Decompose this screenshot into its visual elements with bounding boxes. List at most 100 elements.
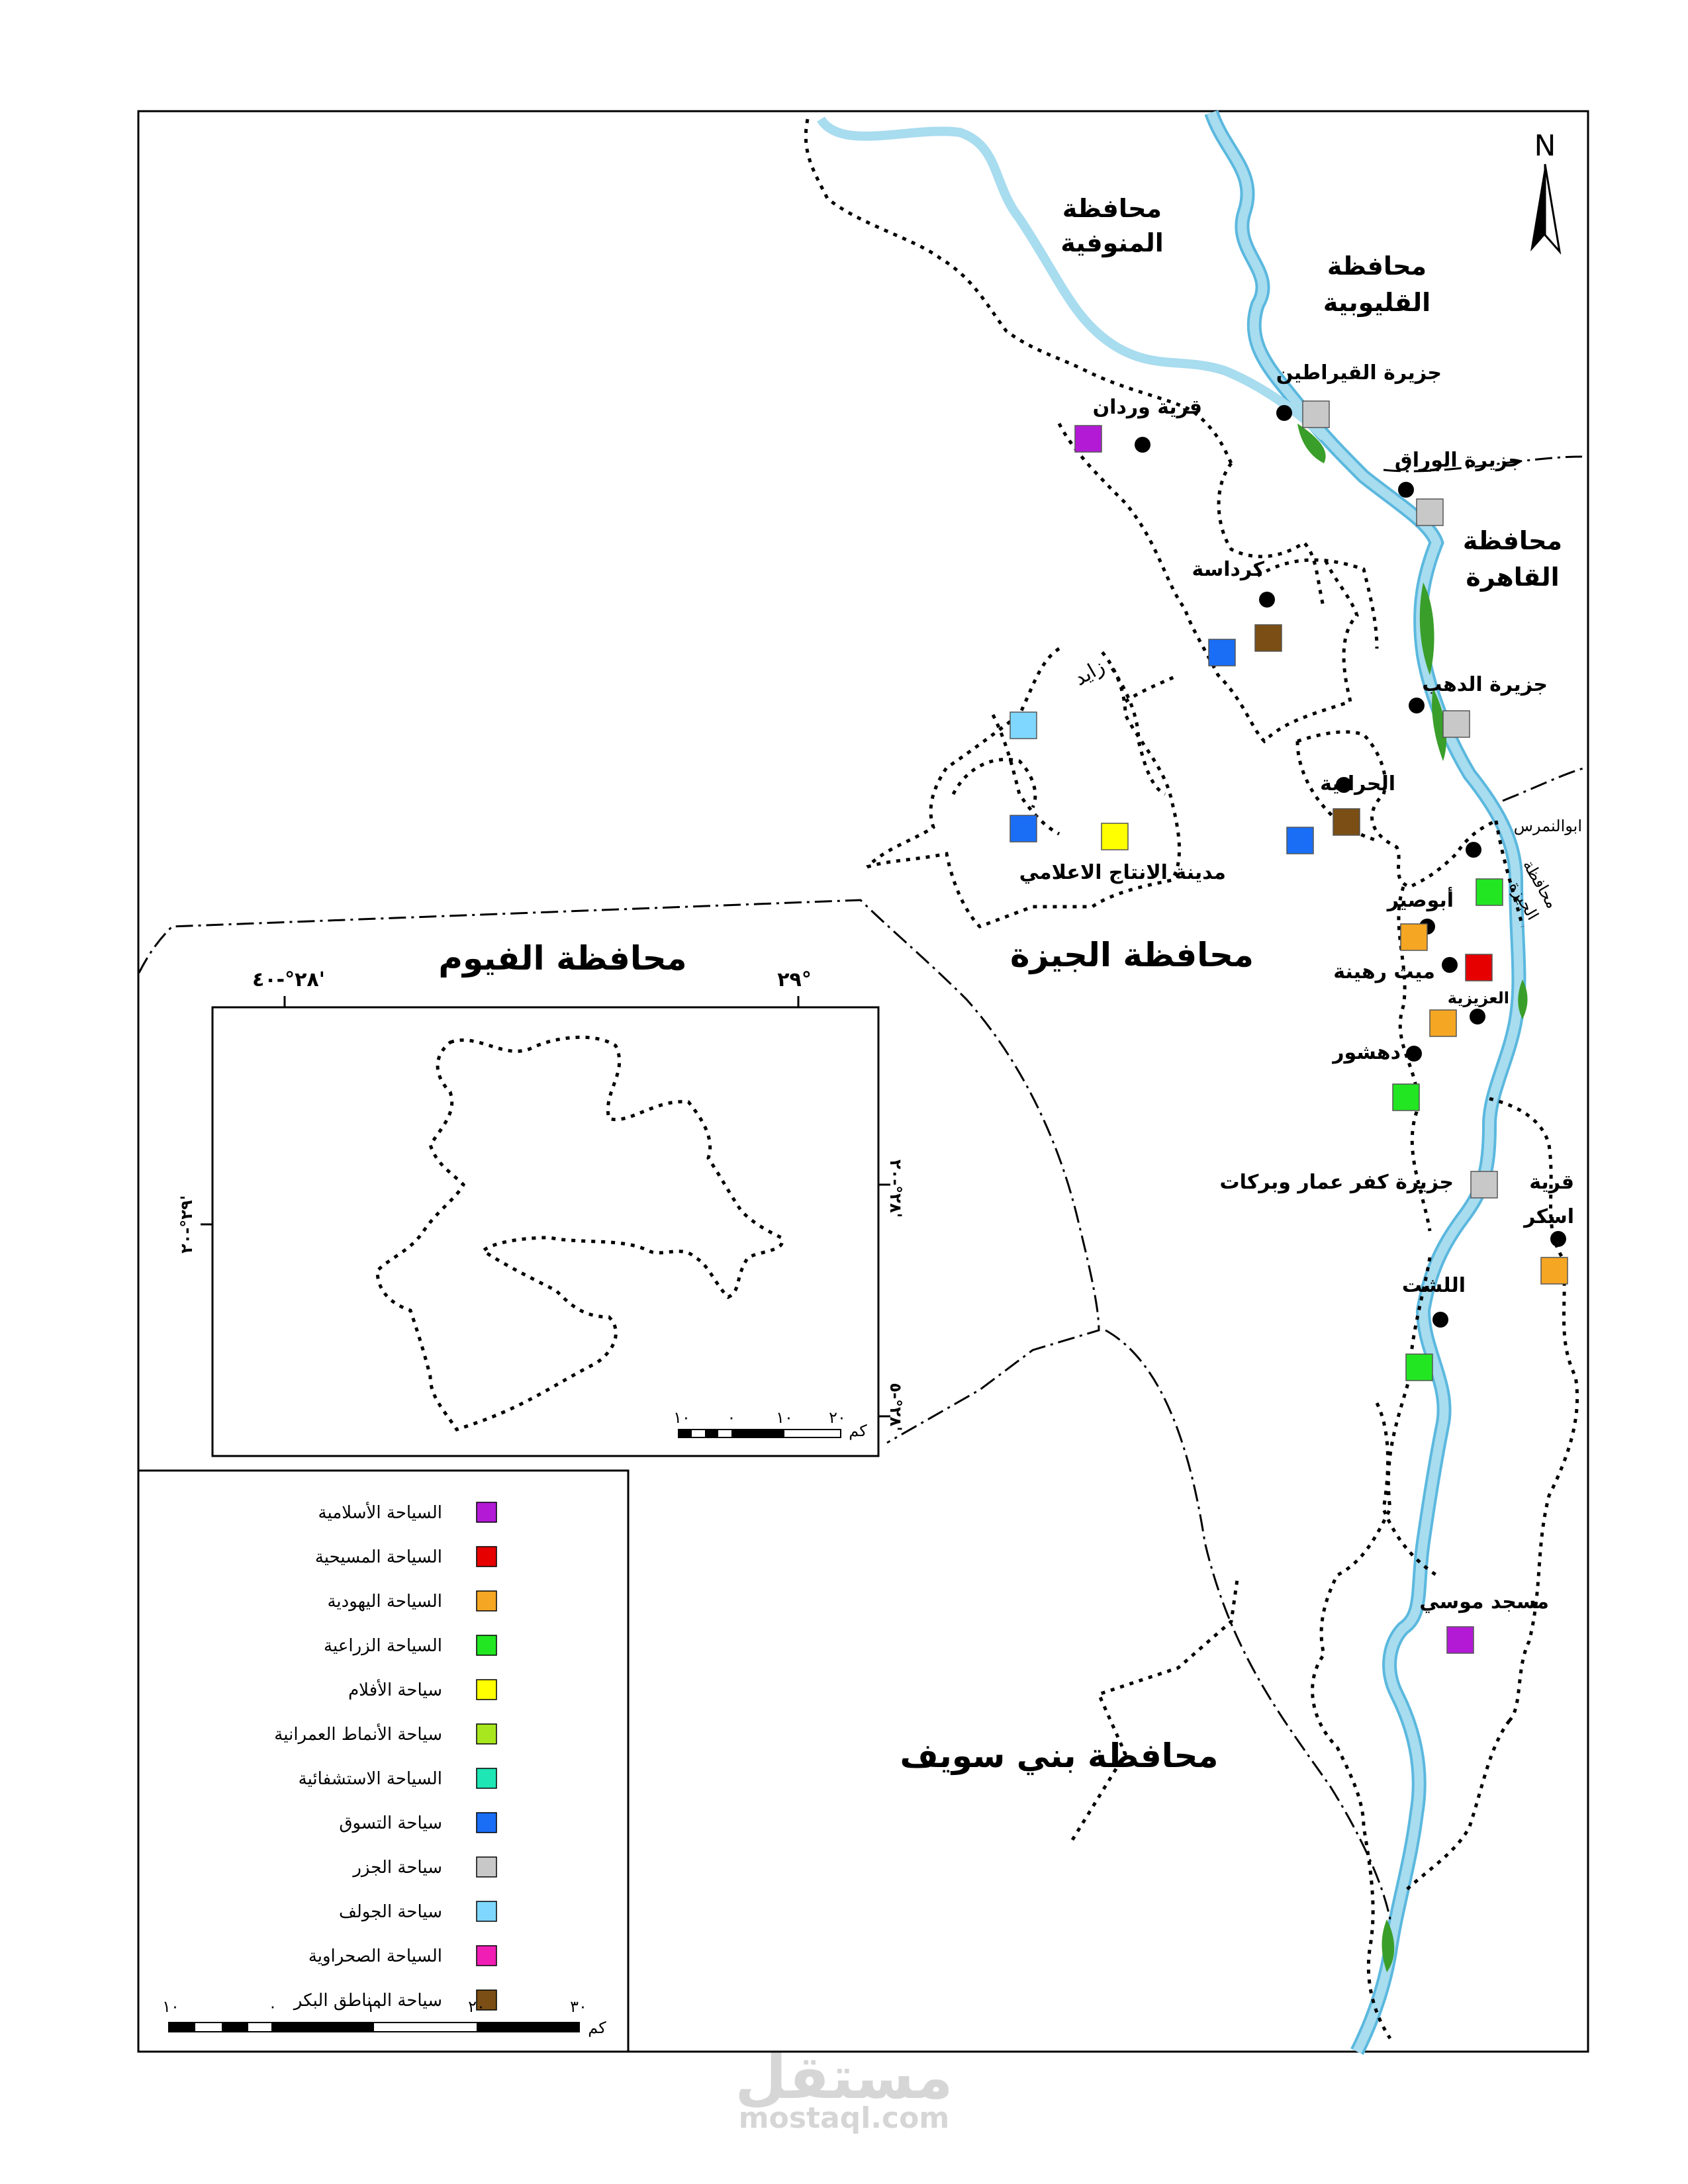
point-dahab [1409,698,1425,713]
label-kerdasa: كرداسة [1192,558,1265,581]
legend-swatch-0 [476,1502,497,1523]
category-marker-18 [1470,1171,1498,1199]
category-marker-2 [1465,954,1493,981]
inset-scale-label-0: ١٠ [673,1408,690,1427]
legend-label-11: سياحة المناطق البكر [293,1991,442,2011]
category-marker-12 [1208,639,1236,666]
north-arrow: N [1530,129,1562,255]
point-abu-nomros [1466,842,1481,858]
legend-label-3: السياحة الزراعية [324,1636,442,1656]
category-marker-7 [1392,1083,1420,1111]
label-masjid-musa: مسجد موسي [1419,1590,1549,1614]
green-island-2 [1419,582,1434,675]
point-warraq [1398,482,1414,498]
region-cairo-line2: القاهرة [1466,563,1559,592]
legend-swatch-5 [476,1723,497,1745]
label-askar-line1: قرية [1529,1171,1574,1194]
legend-swatch-11 [476,1989,497,2011]
scale-label-4: ٣٠ [570,1997,587,2016]
region-menoufia-line1: محافظة [1062,194,1162,223]
label-dahab: جزيرة الدهب [1422,673,1548,696]
legend-swatch-1 [476,1546,497,1567]
category-marker-3 [1400,923,1428,951]
place-points [1135,405,1566,1328]
inset-scale-label-1: ٠ [727,1408,736,1427]
inset-scale-label-2: ١٠ [776,1408,793,1427]
region-qalyubia-line1: محافظة [1327,251,1427,281]
governorate-boundaries [138,455,1586,1920]
region-menoufia-line2: المنوفية [1060,228,1164,257]
category-marker-4 [1429,1009,1457,1037]
legend-swatch-10 [476,1945,497,1966]
legend-label-5: سياحة الأنماط العمرانية [274,1723,442,1745]
region-fayoum: محافظة الفيوم [438,939,686,978]
legend-label-0: السياحة الأسلامية [318,1501,442,1523]
legend-label-1: السياحة المسيحية [315,1547,442,1567]
category-marker-6 [1476,878,1503,906]
category-marker-5 [1540,1257,1568,1285]
label-mit-rahina: ميت رهينة [1333,960,1435,983]
point-wardan [1135,437,1150,453]
inset-scale-unit: كم [849,1422,867,1440]
legend-label-10: السياحة الصحراوية [308,1946,442,1966]
inset-frame [211,1006,880,1457]
region-beni-suef: محافظة بني سويف [900,1737,1219,1776]
legend-swatch-3 [476,1635,497,1656]
category-marker-14 [1286,827,1314,854]
scale-bar [168,2022,580,2032]
point-harraniya [1336,777,1352,793]
scale-label-1: ٠ [269,1997,277,2016]
scale-label-3: ٢٠ [468,1997,485,2016]
label-media-city: مدينة الانتاج الاعلامي [1019,861,1226,884]
inset-ticks [201,996,890,1418]
region-qalyubia-line2: القليوبية [1323,288,1430,317]
label-warraq: جزيرة الوراق [1395,449,1523,472]
legend-swatch-8 [476,1856,497,1878]
legend-swatch-7 [476,1812,497,1833]
legend-label-9: سياحة الجولف [339,1902,442,1922]
label-kafr-ammar: جزيرة كفر عمار وبركات [1219,1171,1454,1194]
legend-swatch-6 [476,1768,497,1789]
category-marker-15 [1302,400,1330,428]
nile-river-fill [1207,111,1524,2054]
point-kerdasa [1259,592,1275,608]
north-label: N [1534,129,1556,163]
map-frame [137,110,1589,2053]
label-harraniya: الحرانية [1320,772,1395,796]
legend-label-4: سياحة الأفلام [348,1678,442,1700]
green-island-1 [1297,424,1326,463]
label-abusir: أبوصير [1386,887,1454,912]
label-abu-nomros: ابوالنمرس [1514,817,1582,835]
label-askar-line2: اسكر [1523,1205,1574,1228]
inset-scale-label-3: ٢٠ [829,1408,846,1427]
category-marker-16 [1416,498,1444,526]
green-island-4 [1518,979,1528,1019]
label-dahshur: دهشور [1331,1041,1401,1064]
legend-swatch-4 [476,1679,497,1700]
point-mit-rahina [1442,957,1458,973]
watermark-arabic: مستقل [735,2043,953,2113]
label-zayed: زايد [1070,655,1109,691]
inset-coord-top-left: ٢٨°-٤٠' [252,968,325,991]
nile-river [1204,110,1526,2055]
point-lisht [1432,1312,1448,1328]
legend-swatch-2 [476,1590,497,1612]
scale-unit: كم [588,2019,606,2037]
inset-coord-right-bottom: ٢٨°-٥' [886,1383,905,1431]
category-marker-22 [1333,808,1360,836]
nile-west-branch [817,116,1327,440]
inset-coord-top-right: ٢٩° [777,968,812,991]
category-marker-13 [1009,815,1037,842]
label-lisht: اللشت [1402,1274,1466,1297]
legend: السياحة الأسلامية السياحة المسيحية السياحة… [274,1501,497,2011]
legend-label-7: سياحة التسوق [339,1813,442,1833]
category-marker-21 [1254,624,1282,652]
legend-label-6: السياحة الاستشفائية [299,1769,442,1789]
category-marker-17 [1442,710,1470,738]
category-marker-0 [1074,425,1102,453]
point-askar [1550,1231,1566,1247]
inset-fayoum-boundary [375,1035,784,1432]
point-qiratin [1276,405,1292,421]
point-aziziya [1470,1009,1485,1024]
point-dahshur [1406,1046,1422,1062]
